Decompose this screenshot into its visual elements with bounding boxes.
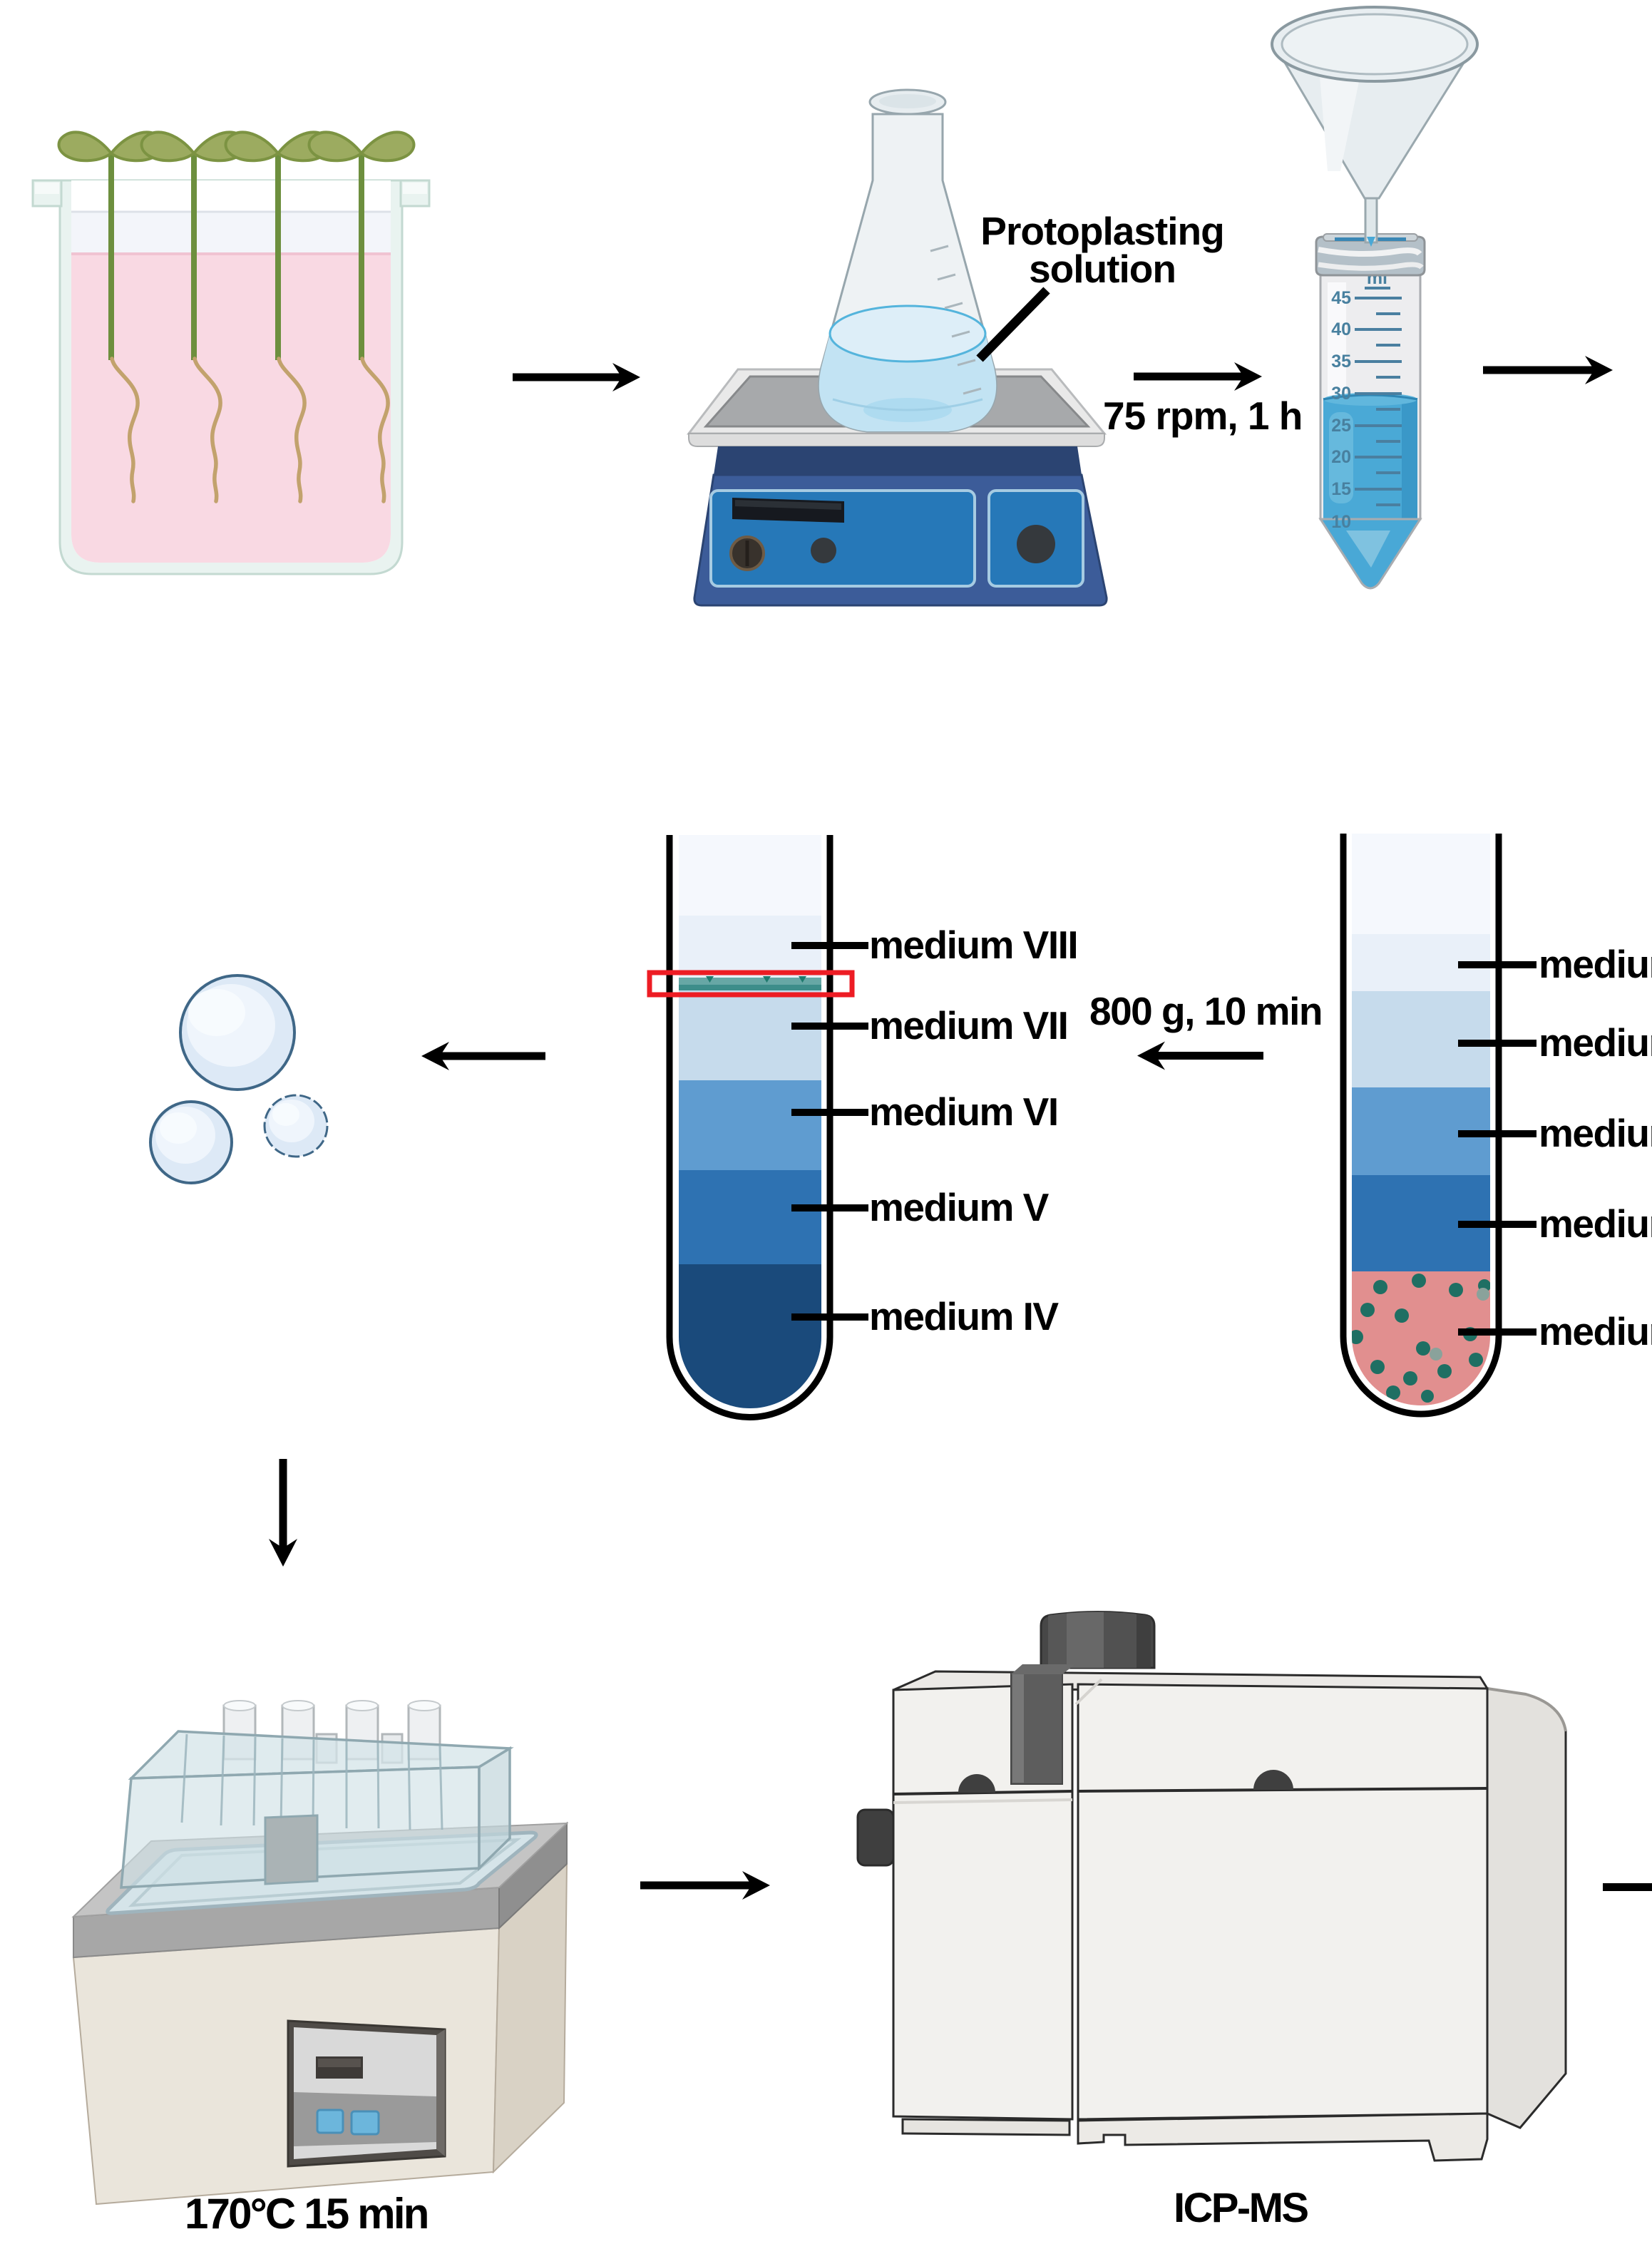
svg-text:800 g, 10 min: 800 g, 10 min (1089, 989, 1322, 1033)
svg-text:75 rpm, 1 h: 75 rpm, 1 h (1103, 394, 1302, 438)
svg-text:10: 10 (1331, 512, 1351, 532)
svg-text:medium VII: medium VII (1539, 1020, 1652, 1065)
svg-text:solution: solution (1029, 247, 1176, 291)
svg-text:30: 30 (1331, 384, 1351, 404)
svg-text:15: 15 (1331, 479, 1351, 499)
svg-text:20: 20 (1331, 447, 1351, 467)
svg-text:45: 45 (1331, 288, 1351, 308)
svg-text:25: 25 (1331, 416, 1351, 436)
svg-text:medium VI: medium VI (869, 1090, 1058, 1134)
svg-text:ICP-MS: ICP-MS (1174, 2185, 1308, 2231)
svg-text:medium VIII: medium VIII (869, 923, 1077, 967)
svg-text:medium V: medium V (1539, 1202, 1652, 1246)
svg-text:40: 40 (1331, 319, 1351, 339)
svg-text:medium VII: medium VII (869, 1003, 1067, 1047)
svg-text:Protoplasting: Protoplasting (980, 209, 1223, 253)
svg-text:medium VI: medium VI (1539, 1111, 1652, 1155)
svg-text:medium IV: medium IV (1539, 1309, 1652, 1353)
svg-text:35: 35 (1331, 352, 1351, 372)
svg-text:medium IV: medium IV (869, 1294, 1059, 1338)
svg-text:medium VIII: medium VIII (1539, 942, 1652, 986)
svg-text:medium V: medium V (869, 1185, 1050, 1229)
svg-text:170°C 15 min: 170°C 15 min (185, 2190, 428, 2238)
